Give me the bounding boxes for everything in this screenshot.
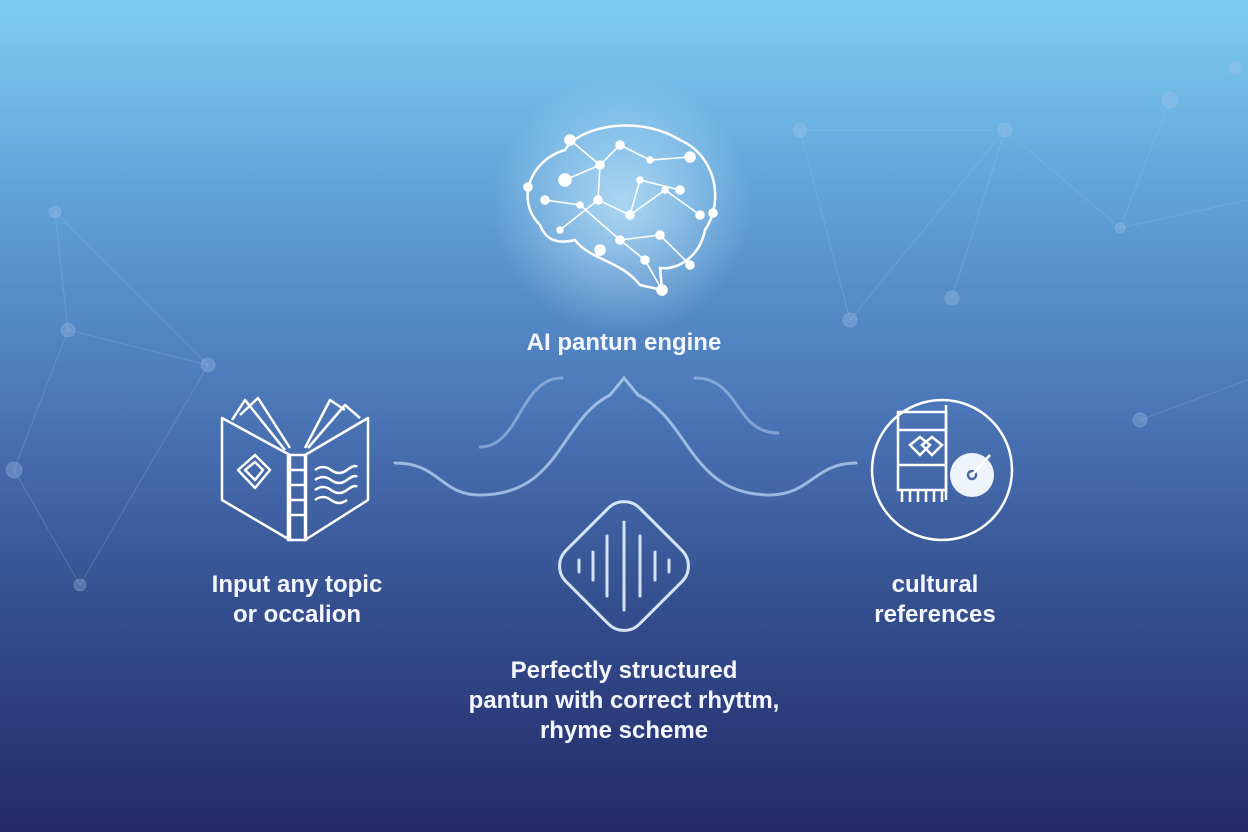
input-label-line: or occalion	[232, 601, 362, 628]
sound-wave-icon	[558, 500, 690, 632]
culture-label-line: cultural	[891, 571, 979, 598]
open-book-icon	[220, 396, 370, 542]
culture-label-line: references	[874, 601, 996, 628]
output-label-line: rhyme scheme	[539, 717, 709, 744]
background-network	[5, 61, 1248, 592]
output-label-line: pantun with correct rhyttm,	[468, 687, 780, 714]
input-label-line: Input any topic	[211, 571, 383, 598]
engine-label: AI pantun engine	[526, 329, 722, 356]
culture-label: cultural references	[810, 570, 1060, 630]
output-label: Perfectly structured pantun with correct…	[424, 656, 824, 746]
input-label: Input any topic or occalion	[172, 570, 422, 630]
output-label-line: Perfectly structured	[510, 657, 738, 684]
brain-network-icon	[523, 124, 718, 296]
connector-lines	[393, 375, 858, 497]
textile-hibiscus-icon	[870, 398, 1014, 542]
